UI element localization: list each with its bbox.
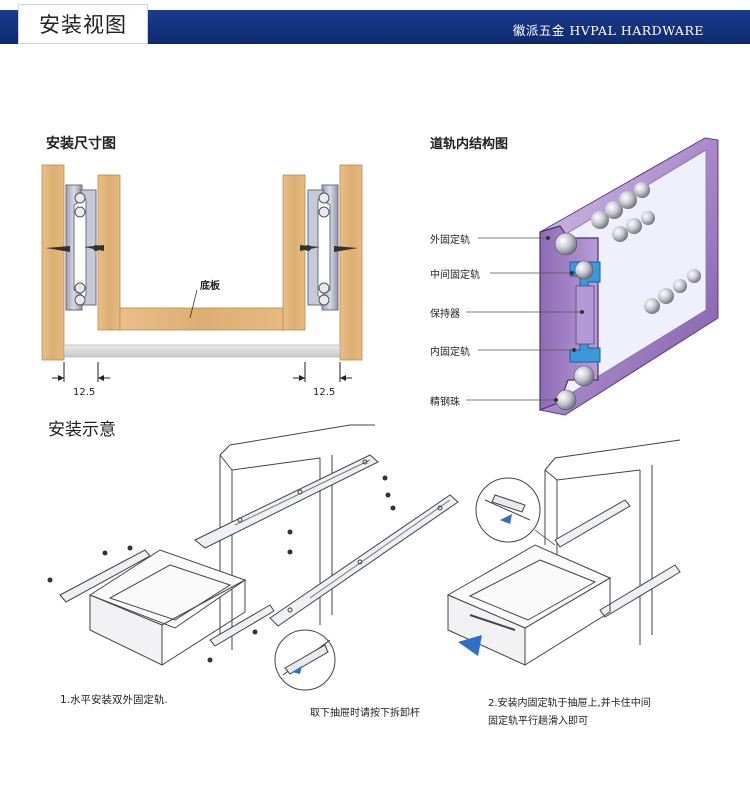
right-cabinet-rail — [554, 499, 681, 618]
inner-rail-section — [575, 285, 595, 345]
bottom-grey-bar — [63, 344, 341, 358]
structure-title: 道轨内结构图 — [430, 137, 509, 152]
left-upper-rail — [194, 454, 379, 549]
right-drawer — [446, 544, 612, 666]
left-slide-rail — [46, 184, 104, 311]
install-screws — [47, 475, 396, 663]
release-arrow — [292, 666, 302, 674]
header-brand: 徽派五金 HVPAL HARDWARE — [512, 23, 704, 38]
slide-in-arrow — [458, 635, 482, 656]
right-drawer-side — [282, 174, 306, 331]
install-title: 安装示意 — [48, 420, 116, 440]
part-label-outer-rail: 外固定轨 — [430, 235, 470, 246]
lower-ball-row — [644, 269, 701, 314]
part-label-middle-rail: 中间固定轨 — [430, 270, 480, 281]
left-lower-rail — [269, 494, 459, 627]
part-leaders — [466, 237, 582, 401]
dimension-title: 安装尺寸图 — [46, 136, 116, 152]
left-gap-value: 12.5 — [73, 387, 96, 398]
left-cabinet-board — [41, 164, 65, 361]
bottom-board-leader — [189, 289, 198, 319]
left-cabinet-outline — [219, 424, 375, 650]
part-label-retainer: 保持器 — [430, 309, 460, 320]
step2-text-line1: 2.安装内固定轨于抽屉上,并卡住中间 — [488, 698, 651, 709]
left-drawer-side — [97, 174, 121, 331]
right-gap-value: 12.5 — [313, 387, 336, 398]
drawer-rail-left — [59, 549, 275, 647]
release-note: 取下抽屉时请按下拆卸杆 — [310, 708, 420, 719]
right-slide-rail — [300, 184, 358, 311]
part-label-inner-rail: 内固定轨 — [430, 347, 470, 358]
page-header: 安装视图 徽派五金 HVPAL HARDWARE — [0, 0, 750, 46]
header-title: 安装视图 — [18, 4, 148, 44]
step1-text: 1.水平安装双外固定轨. — [60, 694, 168, 706]
left-drawer — [88, 549, 247, 666]
step2-text-line2: 固定轨平行趟滑入即可 — [488, 716, 588, 727]
clip-arrow — [500, 514, 512, 524]
right-cabinet-board — [339, 164, 363, 361]
drawer-bottom-board — [119, 307, 284, 331]
right-cabinet-outline — [544, 439, 681, 645]
part-label-steel-ball: 精钢珠 — [430, 397, 460, 408]
upper-ball-row — [591, 182, 655, 242]
bottom-board-label: 底板 — [200, 281, 220, 292]
